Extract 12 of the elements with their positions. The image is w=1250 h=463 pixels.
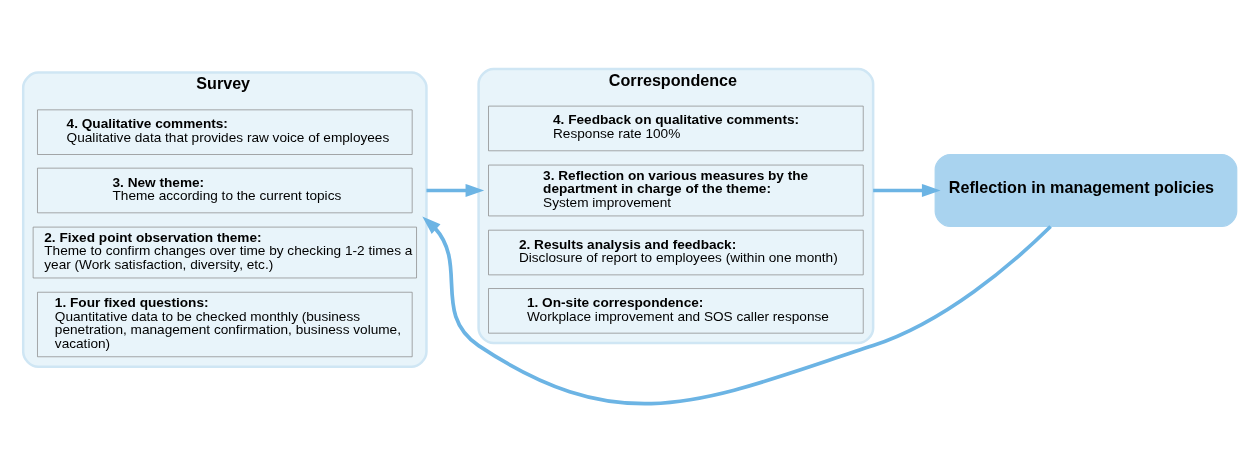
node-box: 3. New theme: Theme according to the current topics	[37, 167, 413, 214]
node-box: Reflection in management policies	[934, 153, 1238, 228]
node-box: 4. Feedback on qualitative comments: Response rate 100%	[488, 105, 864, 152]
node-box: 3. Reflection on various measures by the department in charge of the theme: System improvement	[488, 164, 864, 217]
arrow	[873, 183, 941, 198]
arrow	[426, 183, 485, 198]
node-box: 1. Four fixed questions: Quantitative data to be checked monthly (business penetration, management confirmation, business volume, vacation)	[37, 291, 413, 358]
node-box: 2. Results analysis and feedback: Disclosure of report to employees (within one month)	[488, 229, 864, 276]
node-box: 4. Qualitative comments: Qualitative data that provides raw voice of employees	[37, 109, 413, 155]
arrow	[422, 216, 1052, 406]
node-box: 2. Fixed point observation theme: Theme to confirm changes over time by checking 1-2 times a year (Work satisfaction, diversity, etc.)	[32, 226, 417, 279]
node-box: 1. On-site correspondence: Workplace improvement and SOS caller response	[488, 288, 864, 334]
